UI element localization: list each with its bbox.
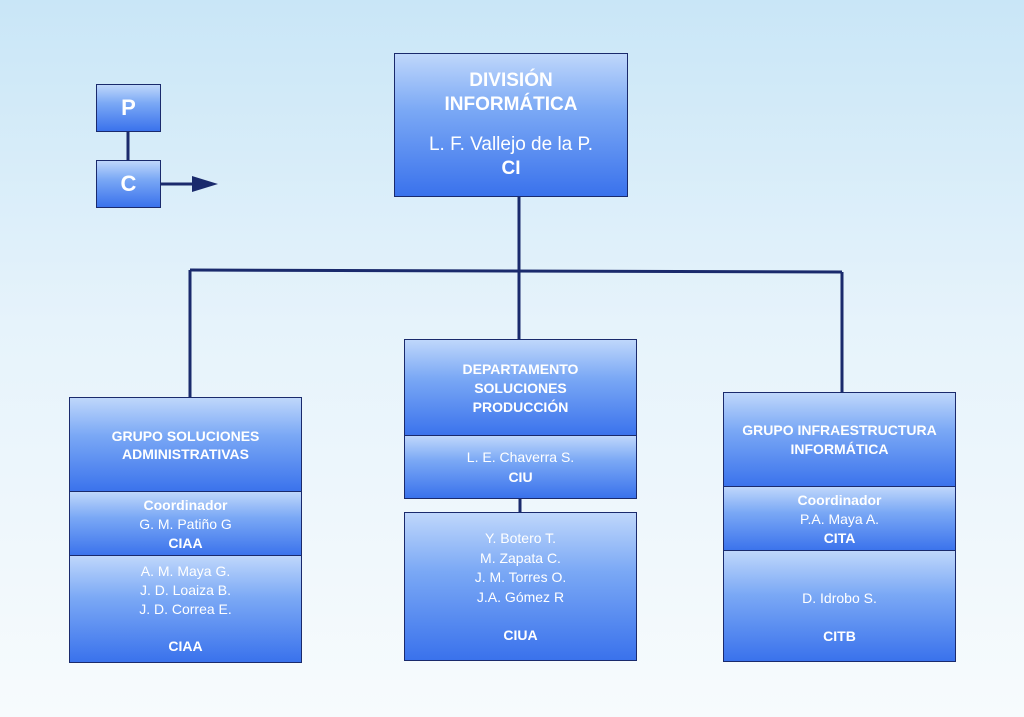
- member-name: M. Zapata C.: [480, 549, 561, 566]
- division-title-line1: DIVISIÓN: [469, 70, 553, 91]
- group-infraestructura-header: GRUPO INFRAESTRUCTURA INFORMÁTICA: [723, 392, 956, 488]
- member-name: J.A. Gómez R: [476, 588, 565, 605]
- member-name: D. Idrobo S.: [802, 590, 877, 606]
- lead-code: CIU: [508, 469, 533, 485]
- legend-p-box: P: [96, 84, 161, 132]
- division-head: L. F. Vallejo de la P.: [428, 134, 594, 155]
- division-title-line2: INFORMÁTICA: [444, 94, 578, 115]
- group-infraestructura-title-line2: INFORMÁTICA: [790, 441, 889, 457]
- group-produccion-title-line2: SOLUCIONES: [474, 379, 567, 396]
- division-code: CI: [501, 158, 521, 179]
- group-administrativas-title-line1: GRUPO SOLUCIONES: [111, 428, 260, 444]
- members-code: CITB: [823, 628, 856, 644]
- bus-line: [189, 268, 843, 274]
- group-produccion-lead: L. E. Chaverra S. CIU: [404, 435, 637, 499]
- division-box: DIVISIÓN INFORMÁTICA L. F. Vallejo de la…: [394, 53, 628, 197]
- coordinator-name: G. M. Patiño G: [139, 515, 232, 532]
- group-administrativas-title-line2: ADMINISTRATIVAS: [121, 446, 250, 462]
- lead-name: L. E. Chaverra S.: [466, 449, 575, 465]
- group-produccion-title-line1: DEPARTAMENTO: [462, 360, 579, 377]
- legend-c-label: C: [120, 171, 137, 196]
- member-name: J. D. Correa E.: [139, 601, 232, 617]
- coordinator-name: P.A. Maya A.: [799, 510, 880, 527]
- member-name: J. M. Torres O.: [474, 569, 567, 585]
- legend-arrow-head: [192, 176, 218, 192]
- group-administrativas-coordinator: Coordinador G. M. Patiño G CIAA: [69, 491, 302, 557]
- group-produccion-title-line3: PRODUCCIÓN: [472, 398, 569, 415]
- legend-p-label: P: [121, 95, 136, 120]
- members-code: CIUA: [503, 627, 538, 643]
- legend-c-box: C: [96, 160, 161, 208]
- member-name: Y. Botero T.: [484, 530, 557, 546]
- coordinator-code: CIAA: [168, 534, 203, 551]
- group-infraestructura-title-line1: GRUPO INFRAESTRUCTURA: [742, 422, 937, 438]
- coordinator-code: CITA: [823, 529, 856, 546]
- group-produccion-header: DEPARTAMENTO SOLUCIONES PRODUCCIÓN: [404, 339, 637, 437]
- members-code: CIAA: [168, 638, 203, 654]
- member-name: J. D. Loaiza B.: [139, 582, 232, 598]
- group-infraestructura-coordinator: Coordinador P.A. Maya A. CITA: [723, 486, 956, 552]
- group-administrativas-header: GRUPO SOLUCIONES ADMINISTRATIVAS: [69, 397, 302, 493]
- member-name: A. M. Maya G.: [140, 563, 231, 579]
- group-administrativas-members: A. M. Maya G. J. D. Loaiza B. J. D. Corr…: [69, 555, 302, 663]
- group-produccion-members: Y. Botero T. M. Zapata C. J. M. Torres O…: [404, 512, 637, 661]
- coordinator-label: Coordinador: [797, 491, 882, 508]
- group-infraestructura-members: D. Idrobo S. CITB: [723, 550, 956, 662]
- coordinator-label: Coordinador: [143, 496, 228, 513]
